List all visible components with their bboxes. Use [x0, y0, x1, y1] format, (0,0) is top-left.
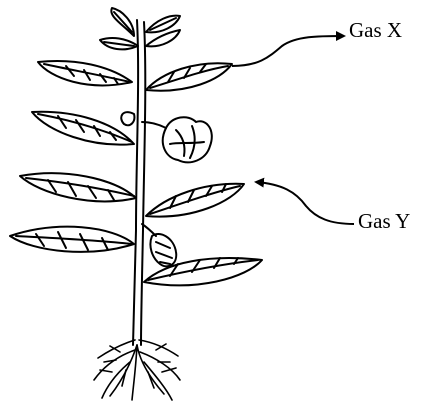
- bud-icon: [150, 234, 176, 266]
- bud-icon: [121, 112, 134, 125]
- leaf-icon: [10, 227, 134, 252]
- stem: [133, 20, 138, 345]
- leaf-icon: [146, 63, 232, 90]
- root-icon: [94, 340, 180, 400]
- stem-edge: [141, 22, 145, 345]
- arrow-icon: [256, 182, 354, 224]
- leaf-icon: [111, 8, 134, 36]
- arrow-icon: [232, 36, 344, 66]
- leaf-icon: [32, 112, 134, 145]
- gas-y-label: Gas Y: [358, 211, 410, 232]
- leaf-icon: [100, 38, 138, 49]
- gas-x-label: Gas X: [349, 20, 402, 41]
- leaf-icon: [146, 16, 180, 33]
- leaf-icon: [146, 184, 244, 217]
- leaf-icon: [20, 173, 136, 201]
- leaf-icon: [38, 61, 132, 85]
- plant-icon: [10, 8, 262, 400]
- flower-icon: [163, 117, 212, 162]
